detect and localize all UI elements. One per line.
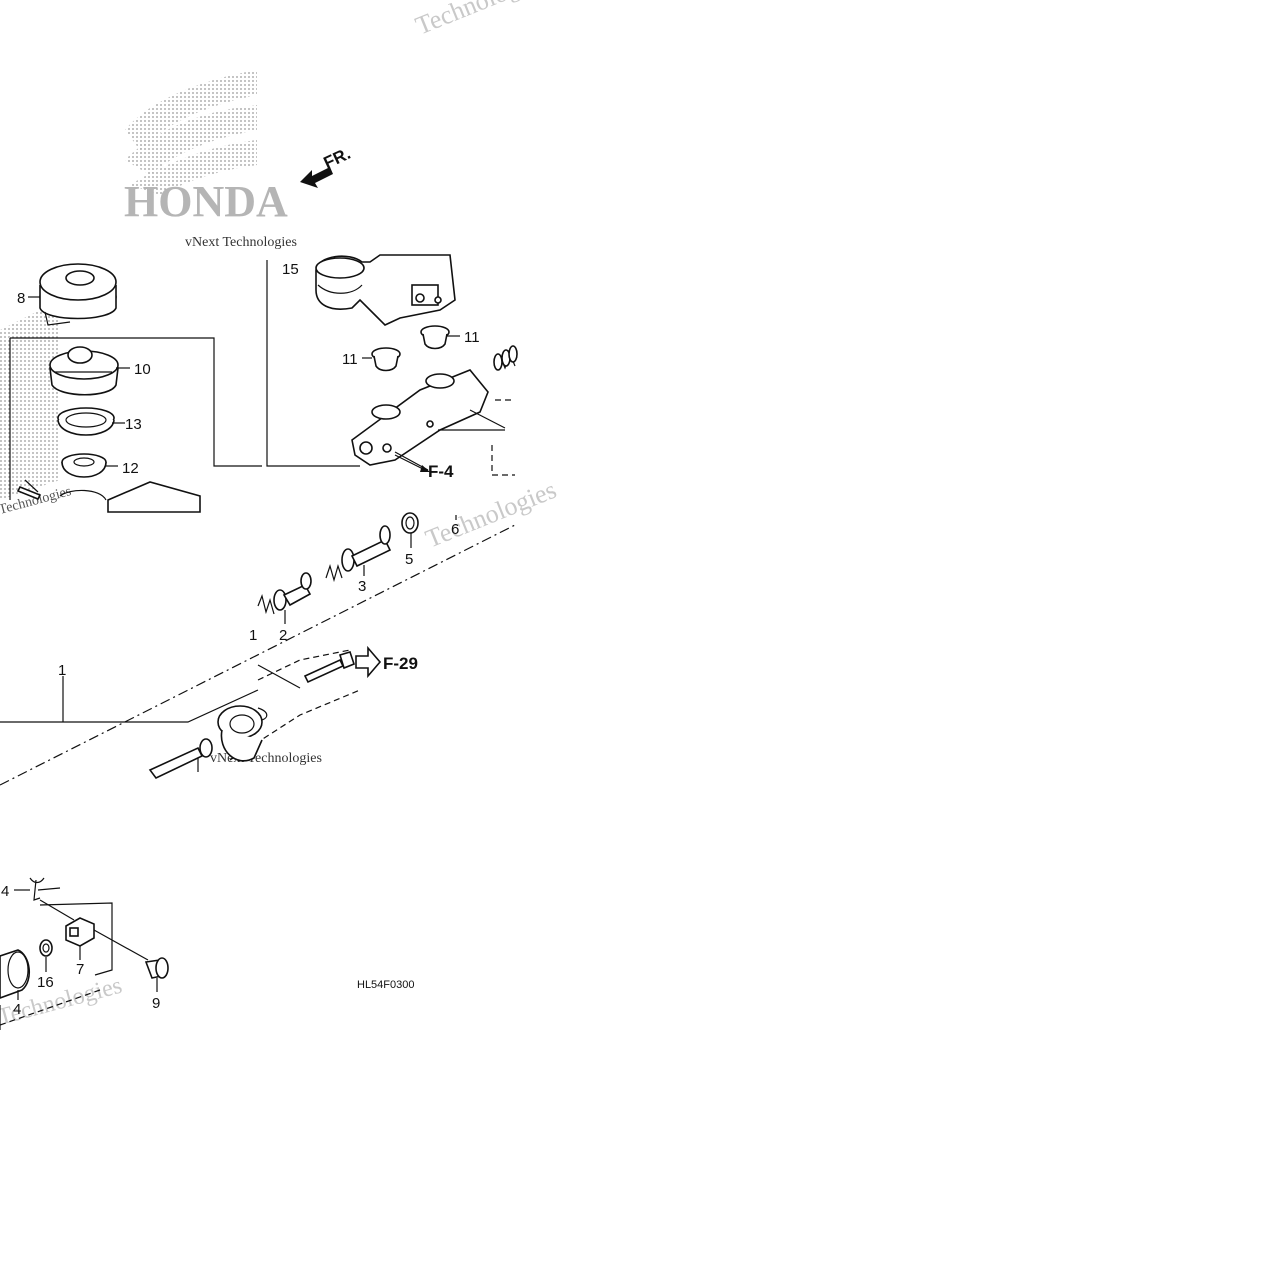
master-cylinder-body <box>351 369 506 471</box>
part-1-2-piston <box>257 572 312 615</box>
leader-lines <box>14 296 460 1000</box>
group-frames <box>0 260 516 1030</box>
bolt-part <box>257 651 355 689</box>
callout-labels: 8 10 13 12 15 11 11 5 6 3 1 2 1 4 7 16 9… <box>1 261 480 1018</box>
watermark-vnext-upper: vNext Technologies <box>185 235 297 250</box>
honda-wordmark: HONDA <box>124 177 288 226</box>
callout-6: 6 <box>451 521 459 538</box>
callout-15: 15 <box>282 261 299 278</box>
ref-arrow-f29 <box>355 645 382 679</box>
front-direction-arrow: FR. <box>300 144 354 188</box>
callout-3: 3 <box>358 578 366 595</box>
part-9-pin <box>144 957 169 979</box>
diagram-code: HL54F0300 <box>357 979 415 991</box>
part-4-boot <box>0 949 30 999</box>
callout-11-left: 11 <box>342 351 358 368</box>
part-14-clip <box>29 877 45 901</box>
callout-13: 13 <box>125 416 142 433</box>
callout-2: 2 <box>279 627 287 644</box>
ref-f29-label: F-29 <box>383 654 418 673</box>
part-11-grommet-right <box>420 325 450 350</box>
reference-labels: F-4 F-29 <box>383 451 454 673</box>
callout-10: 10 <box>134 361 151 378</box>
part-13-plate <box>57 407 115 436</box>
callout-1-upper: 1 <box>249 627 257 644</box>
watermark-group: Technologies vNext Technologies Technolo… <box>0 0 560 1031</box>
watermark-technologies-mid: Technologies <box>421 475 560 554</box>
callout-5: 5 <box>405 551 413 568</box>
front-direction-label: FR. <box>321 144 354 173</box>
callout-12: 12 <box>122 460 139 477</box>
part-16-nut <box>39 939 53 957</box>
callout-1-lower: 1 <box>58 662 66 679</box>
callout-16: 16 <box>37 974 54 991</box>
part-10-cap <box>49 346 119 396</box>
part-7-clevis <box>39 899 149 961</box>
push-rod-boot <box>148 705 268 780</box>
part-5-ring <box>401 512 419 534</box>
callout-4-upper: 4 <box>1 883 9 900</box>
reservoir-body <box>16 479 201 513</box>
ref-f4-label: F-4 <box>428 462 454 481</box>
callout-7: 7 <box>76 961 84 978</box>
part-11-grommet-left <box>371 347 401 372</box>
honda-logo-watermark: HONDA <box>0 70 288 500</box>
part-3-piston <box>325 525 392 583</box>
callout-11-right: 11 <box>464 329 480 346</box>
part-15-reservoir <box>315 254 456 326</box>
part-12-diaphragm <box>61 453 107 478</box>
watermark-technologies-top: Technologies <box>411 0 550 41</box>
spring-right <box>493 345 518 371</box>
part-8-reservoir-cap <box>39 263 117 326</box>
callout-8: 8 <box>17 290 25 307</box>
callout-9: 9 <box>152 995 160 1012</box>
callout-4-lower: 4 <box>13 1001 21 1018</box>
